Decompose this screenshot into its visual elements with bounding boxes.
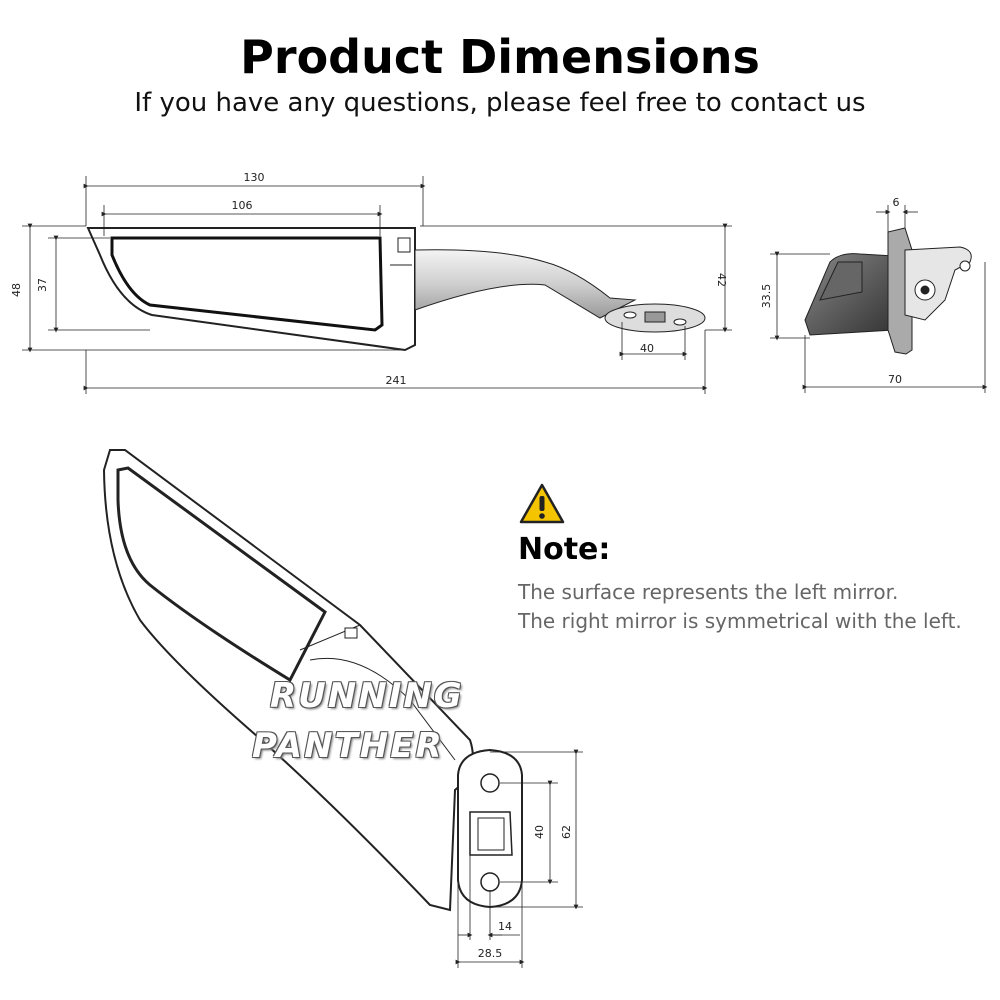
dim-label-14: 14: [498, 920, 512, 933]
side-mirror-glass: [110, 236, 384, 332]
top-base-hole-1: [480, 773, 500, 793]
side-dimension-labels: 130 106 48 37 42 40 241: [10, 171, 728, 387]
top-dimension-lines: [455, 749, 583, 968]
top-base-hole-2: [480, 872, 500, 892]
top-view: [102, 449, 523, 912]
dim-label-106: 106: [232, 199, 253, 212]
note-line-2: The right mirror is symmetrical with the…: [518, 609, 962, 633]
dim-label-241: 241: [386, 374, 407, 387]
dim-label-6: 6: [893, 196, 900, 209]
dim-label-62: 62: [560, 825, 573, 839]
top-mirror-glass: [116, 466, 327, 683]
top-dimension-labels: 40 62 14 28.5: [478, 825, 573, 960]
dim-label-130: 130: [244, 171, 265, 184]
dim-label-37: 37: [36, 278, 49, 292]
side-view: [86, 227, 706, 352]
page-title: Product Dimensions: [240, 30, 760, 84]
note-line-1: The surface represents the left mirror.: [518, 580, 899, 604]
side-dimension-lines: [22, 176, 732, 394]
side-mirror-stem: [414, 249, 637, 319]
watermark-panther: PANTHER: [252, 726, 444, 766]
rear-view: [804, 227, 972, 355]
dim-label-42: 42: [715, 273, 728, 287]
rear-dimension-labels: 6 33.5 70: [760, 196, 902, 386]
note-heading: Note:: [518, 532, 611, 567]
dim-label-70: 70: [888, 373, 902, 386]
dim-label-28-5: 28.5: [478, 947, 503, 960]
warning-icon: [519, 483, 565, 524]
dim-label-40-base: 40: [533, 825, 546, 839]
rear-bracket: [904, 246, 972, 321]
page-subtitle: If you have any questions, please feel f…: [134, 88, 866, 118]
watermark-running: RUNNING: [270, 676, 464, 716]
dim-label-48: 48: [10, 283, 23, 297]
dim-label-40-side: 40: [640, 342, 654, 355]
dim-label-33-5: 33.5: [760, 284, 773, 309]
rear-dimension-lines: [770, 205, 988, 393]
